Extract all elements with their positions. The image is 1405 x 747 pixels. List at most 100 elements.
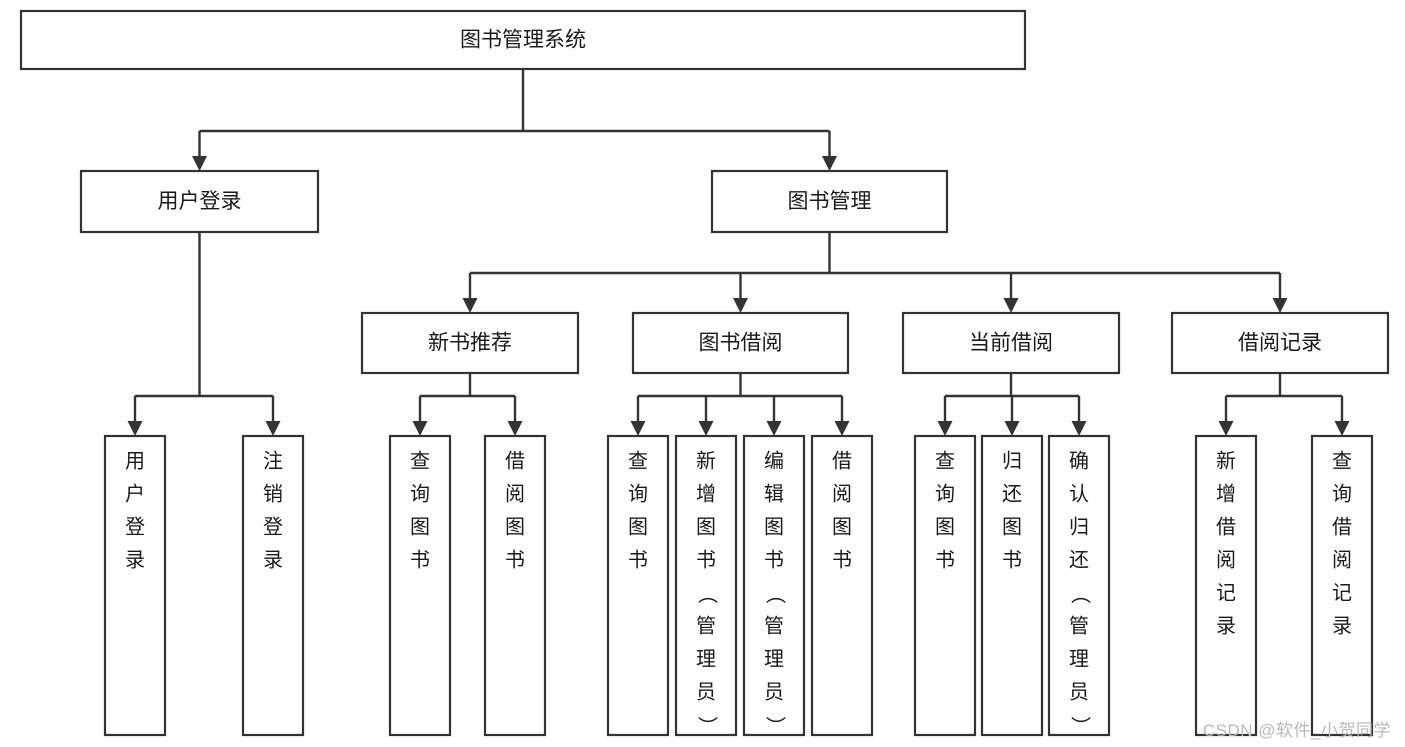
node-label-char: 查 bbox=[410, 449, 430, 472]
node-label-char: 理 bbox=[1069, 648, 1089, 670]
node-box bbox=[79, 169, 320, 234]
node-label-char: 查 bbox=[1332, 449, 1352, 472]
node-box bbox=[103, 434, 167, 737]
node-label-char: ） bbox=[696, 716, 719, 736]
node-label-char: 询 bbox=[410, 482, 430, 505]
node-label-char: 图 bbox=[764, 516, 784, 538]
node-label-char: （ bbox=[1069, 584, 1092, 604]
arrow-head-icon bbox=[127, 421, 143, 436]
node-label-char: 编 bbox=[764, 449, 784, 472]
arrow-head-icon bbox=[192, 156, 207, 171]
node-label-char: 员 bbox=[1069, 681, 1089, 703]
node-label-char: 阅 bbox=[832, 482, 852, 505]
arrow-head-icon bbox=[630, 421, 646, 436]
node-box bbox=[241, 434, 305, 737]
node-label-char: 管 bbox=[764, 614, 784, 637]
node-label-char: 查 bbox=[935, 449, 955, 472]
node-label-char: 图 bbox=[628, 516, 648, 538]
node-label-char: 理 bbox=[764, 648, 784, 670]
node-box bbox=[483, 434, 547, 737]
node-book-borrow[interactable]: 图书借阅 bbox=[631, 311, 850, 375]
node-book-management[interactable]: 图书管理 bbox=[710, 169, 949, 234]
node-label-char: 管 bbox=[696, 614, 716, 637]
node-label-char: 登 bbox=[263, 515, 283, 538]
node-label-char: ） bbox=[1069, 716, 1092, 736]
node-borrow-records[interactable]: 借阅记录 bbox=[1170, 311, 1390, 375]
connector-group-root bbox=[192, 69, 837, 171]
node-box bbox=[606, 434, 670, 737]
node-box bbox=[19, 9, 1027, 71]
arrow-head-icon bbox=[822, 156, 837, 171]
node-label-char: 阅 bbox=[1216, 548, 1236, 571]
connector-group-current-borrow bbox=[937, 373, 1087, 436]
node-label-char: 辑 bbox=[764, 482, 784, 505]
node-label-char: 阅 bbox=[1332, 548, 1352, 571]
node-label-char: 录 bbox=[1332, 615, 1352, 637]
node-box bbox=[742, 434, 806, 737]
node-label-char: 管 bbox=[1069, 614, 1089, 637]
arrow-head-icon bbox=[698, 421, 714, 436]
node-box bbox=[1310, 434, 1374, 737]
arrow-head-icon bbox=[412, 421, 428, 436]
connector-group-book-management bbox=[462, 232, 1288, 313]
node-box bbox=[1047, 434, 1111, 737]
node-label-char: 还 bbox=[1002, 482, 1022, 505]
node-label: 图书管理系统 bbox=[460, 29, 586, 52]
node-label-char: 归 bbox=[1002, 449, 1022, 472]
node-label-char: 图 bbox=[410, 516, 430, 538]
node-box bbox=[901, 311, 1121, 375]
node-label-char: ） bbox=[764, 716, 787, 736]
arrow-head-icon bbox=[1003, 298, 1019, 313]
node-root[interactable]: 图书管理系统 bbox=[19, 9, 1027, 71]
node-label: 用户登录 bbox=[158, 190, 242, 213]
node-label-char: 理 bbox=[696, 648, 716, 670]
node-label-char: 询 bbox=[1332, 482, 1352, 505]
node-label-char: 员 bbox=[764, 681, 784, 703]
arrow-head-icon bbox=[462, 298, 478, 313]
node-label-char: （ bbox=[764, 584, 787, 604]
node-label-char: 户 bbox=[125, 482, 145, 505]
node-box bbox=[674, 434, 738, 737]
node-label-char: 书 bbox=[696, 548, 716, 571]
node-new-book-recommend[interactable]: 新书推荐 bbox=[360, 311, 580, 375]
node-label-char: 阅 bbox=[505, 482, 525, 505]
node-label-char: 录 bbox=[1216, 615, 1236, 637]
arrow-head-icon bbox=[265, 421, 281, 436]
node-label-char: 图 bbox=[1002, 516, 1022, 538]
arrow-head-icon bbox=[1071, 421, 1087, 436]
node-label-char: 记 bbox=[1332, 581, 1352, 604]
arrow-head-icon bbox=[1334, 421, 1350, 436]
node-label-char: 书 bbox=[505, 548, 525, 571]
node-label-char: 增 bbox=[1216, 482, 1236, 505]
connector-group-user-login bbox=[127, 232, 281, 436]
node-label-char: 注 bbox=[263, 449, 283, 472]
node-label-char: 归 bbox=[1069, 515, 1089, 538]
node-label-char: 书 bbox=[764, 548, 784, 571]
node-label: 当前借阅 bbox=[969, 332, 1053, 355]
node-user-login[interactable]: 用户登录 bbox=[79, 169, 320, 234]
node-label-char: 销 bbox=[263, 482, 283, 505]
node-box bbox=[388, 434, 452, 737]
node-current-borrow[interactable]: 当前借阅 bbox=[901, 311, 1121, 375]
node-label-char: 借 bbox=[1332, 515, 1352, 538]
node-label: 借阅记录 bbox=[1238, 332, 1322, 355]
node-label-char: 新 bbox=[696, 449, 716, 472]
node-label-char: 还 bbox=[1069, 548, 1089, 571]
node-box bbox=[980, 434, 1044, 737]
node-label-char: 书 bbox=[1002, 548, 1022, 571]
node-label-char: 增 bbox=[696, 482, 716, 505]
node-leaf-user-login[interactable]: 用户登录 bbox=[103, 434, 167, 737]
node-label-char: （ bbox=[696, 584, 719, 604]
